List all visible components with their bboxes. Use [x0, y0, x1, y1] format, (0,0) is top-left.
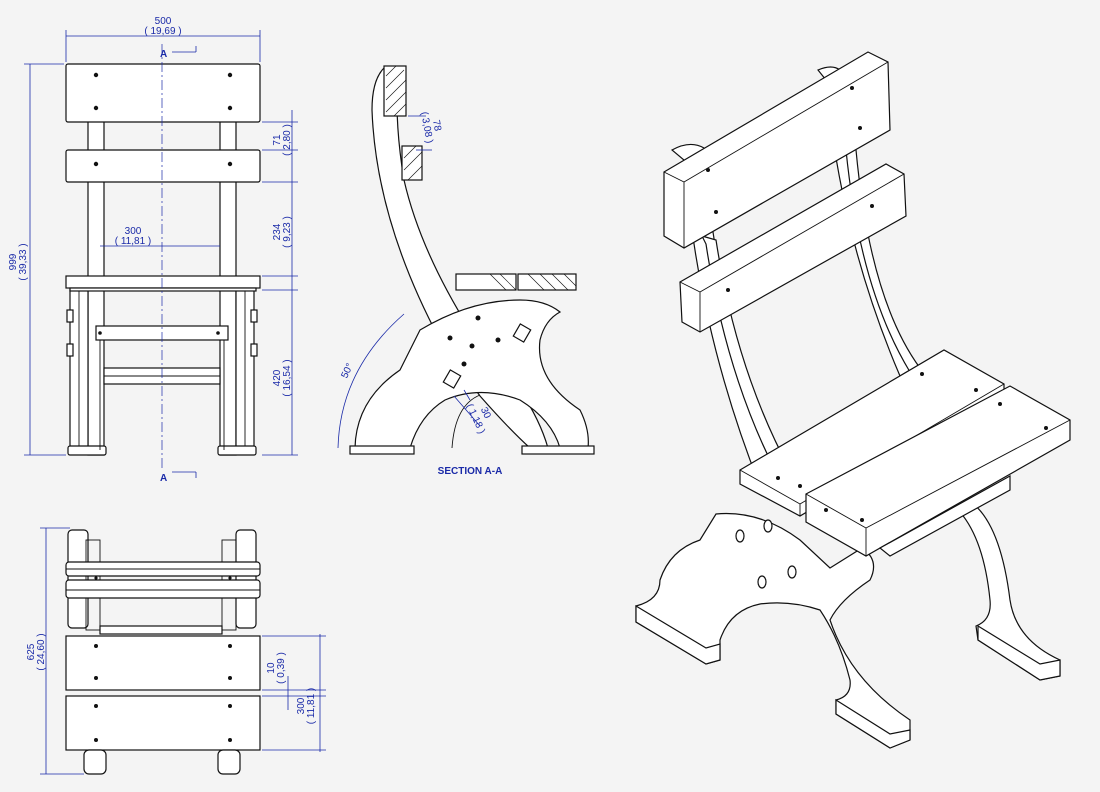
back-gap-mm: 234 [272, 223, 283, 240]
gap-in: ( 0,39 ) [276, 652, 287, 684]
inner-width-in: ( 11,81 ) [115, 236, 152, 247]
width-in: ( 19,69 ) [144, 26, 181, 37]
width-mm: 500 [155, 16, 172, 27]
section-view: 78 ( 3,08 ) 50° 30 ( 1,18 ) SECTION A-A [337, 65, 595, 477]
rear-seat-slat-plan [65, 635, 261, 691]
height-mm: 999 [8, 253, 19, 270]
height-in: ( 39,33 ) [18, 243, 29, 280]
iso-front-seat-slat [805, 385, 1071, 557]
iso-top-back-board [663, 51, 891, 249]
slat-width-in: ( 11,81 ) [306, 688, 317, 725]
depth-mm: 625 [26, 643, 37, 660]
rail-gap-in: ( 2,80 ) [282, 124, 293, 156]
seat-height-in: ( 16,54 ) [282, 359, 293, 396]
section-mark-top: A [160, 49, 167, 60]
iso-leg-frame [635, 512, 911, 749]
leg-frame [354, 299, 589, 449]
slat-mm: 78 [430, 119, 443, 132]
slat-width-mm: 300 [296, 697, 307, 714]
seat-edge [65, 275, 261, 289]
left-foot [67, 445, 107, 456]
top-left-post [67, 529, 89, 629]
section-mark-bottom: A [160, 473, 167, 484]
depth-in: ( 24,60 ) [36, 633, 47, 670]
top-right-post [235, 529, 257, 629]
offset-mm: 30 [478, 406, 493, 421]
front-foot [521, 445, 595, 455]
front-seat-slat-plan [65, 695, 261, 751]
front-seat-slat [517, 273, 577, 291]
isometric-view [635, 51, 1071, 749]
angle-label: 50° [340, 362, 356, 380]
slat-in: ( 3,08 ) [418, 111, 434, 144]
top-view: 625 ( 24,60 ) 10 ( 0,39 ) 300 ( 11,81 ) [26, 527, 326, 775]
middle-back-board-plan [65, 579, 261, 599]
top-back-board [65, 63, 261, 123]
seat-underside [69, 287, 257, 292]
middle-back-board [65, 149, 261, 183]
inner-width-mm: 300 [125, 226, 142, 237]
back-gap-in: ( 9,23 ) [282, 216, 293, 248]
middle-slat-section [401, 145, 423, 181]
gap-mm: 10 [266, 662, 277, 674]
section-title: SECTION A-A [438, 466, 503, 477]
front-view: A A 500 ( 19,69 ) 999 ( 39,33 ) 300 ( 11… [8, 16, 298, 484]
rear-foot [349, 445, 415, 455]
seat-height-mm: 420 [272, 369, 283, 386]
right-foot [217, 445, 257, 456]
rail-gap-mm: 71 [272, 134, 283, 146]
rear-seat-slat [455, 273, 517, 291]
